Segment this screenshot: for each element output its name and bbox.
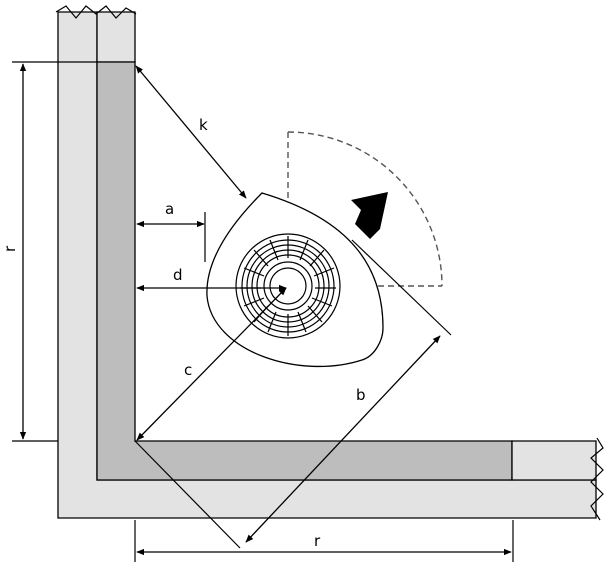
label-d: d <box>173 266 183 284</box>
label-r-horizontal: r <box>314 532 321 550</box>
dimension-lines <box>12 61 514 562</box>
dashed-quarter-arc <box>287 131 443 287</box>
corner-walls <box>55 5 604 521</box>
dim-b-line <box>245 335 441 543</box>
label-b: b <box>356 386 366 404</box>
label-k: k <box>199 116 208 134</box>
dim-k-line <box>135 65 247 199</box>
label-c: c <box>184 361 192 379</box>
wall-break-top <box>55 5 137 19</box>
label-r-vertical: r <box>1 245 19 252</box>
inner-wall-right-cap <box>511 440 597 481</box>
dimension-labels: k a d c b r r <box>1 116 366 550</box>
dim-c-line <box>136 287 287 441</box>
wall-break-right <box>590 437 604 521</box>
arrow-up-right-icon <box>351 192 388 239</box>
inner-wall-top-cap <box>96 11 136 63</box>
device-body <box>206 192 384 368</box>
dim-b-ext-top <box>351 239 452 336</box>
dim-b-ext-bottom <box>134 440 241 549</box>
device <box>206 192 384 368</box>
label-a: a <box>165 200 174 218</box>
